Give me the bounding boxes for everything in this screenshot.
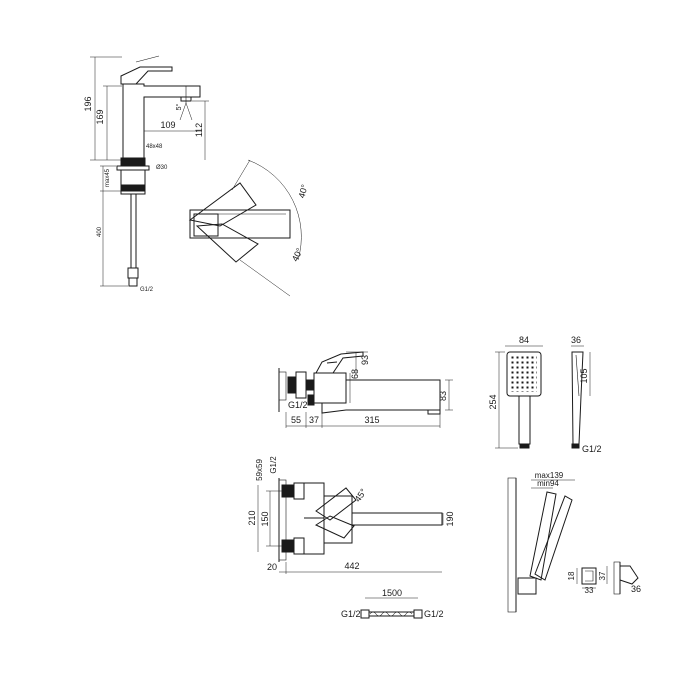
dim-base-size: 48x48: [146, 144, 163, 150]
dim-width: 84: [519, 335, 529, 345]
bath-mixer-top-view: 59x59 G1/2 210 150 45° 190 20 442: [247, 456, 455, 574]
dim-eccentric: 59x59: [255, 459, 264, 481]
thread-label: G1/2: [582, 444, 602, 454]
dim-holder-height: 18: [567, 571, 576, 580]
basin-mixer-front-view: 196 169 109 112 5° 48x48 Ø30 max45 400 G…: [83, 55, 209, 293]
thread-label-right: G1/2: [424, 609, 444, 619]
dim-holder-depth-2: 36: [631, 584, 641, 594]
dim-spout-height: 169: [95, 109, 105, 124]
dim-centers: 150: [260, 511, 270, 526]
angle-label-upper: 40°: [297, 183, 310, 199]
dim-total-height: 210: [247, 510, 257, 525]
dim-hose-length: 400: [97, 226, 103, 237]
dim-max-length: max139: [535, 471, 564, 480]
bath-mixer-side-view: 93 68 83 G1/2 55 37 315: [278, 351, 453, 428]
dim-tilt-angle: 5°: [175, 103, 183, 110]
dim-body-height: 68: [350, 369, 360, 379]
dim-reach: 109: [160, 120, 175, 130]
hand-shower-front: 84 254: [488, 335, 543, 449]
dim-length: 254: [488, 394, 498, 409]
dim-body-depth: 37: [309, 415, 319, 425]
angle-label-lower: 40°: [290, 246, 305, 263]
dim-spout-height: 83: [438, 391, 448, 401]
thread-label: G1/2: [140, 287, 154, 293]
dim-depth: 36: [571, 335, 581, 345]
dim-holder-depth: 37: [598, 571, 607, 580]
dim-min-length: min94: [537, 479, 559, 488]
thread-label-left: G1/2: [341, 609, 361, 619]
dim-hose-length: 1500: [382, 588, 402, 598]
dim-spout-height: 190: [445, 511, 455, 526]
thread-label: G1/2: [288, 400, 308, 410]
shower-holder-view: max139 min94: [507, 471, 575, 613]
dim-holder-width: 33: [585, 586, 594, 595]
basin-mixer-top-view: 40° 40°: [188, 159, 310, 297]
dim-under-spout: 112: [194, 123, 204, 137]
dim-wall: 20: [267, 562, 277, 572]
dim-spout-length: 315: [364, 415, 379, 425]
thread-label: G1/2: [269, 456, 278, 474]
dim-hole-diameter: Ø30: [156, 165, 168, 171]
dim-max-deck: max45: [105, 168, 111, 187]
dim-lever-height: 93: [360, 355, 370, 365]
dim-total-height: 196: [83, 96, 93, 111]
dim-wall-offset: 55: [291, 415, 301, 425]
hand-shower-side: 36 105 G1/2: [571, 335, 602, 454]
dim-head-length: 105: [579, 368, 589, 383]
shower-hose-view: 1500 G1/2 G1/2: [341, 588, 444, 619]
dim-reach: 442: [344, 561, 359, 571]
holder-bracket-detail: 18 33 37 36: [567, 561, 641, 595]
